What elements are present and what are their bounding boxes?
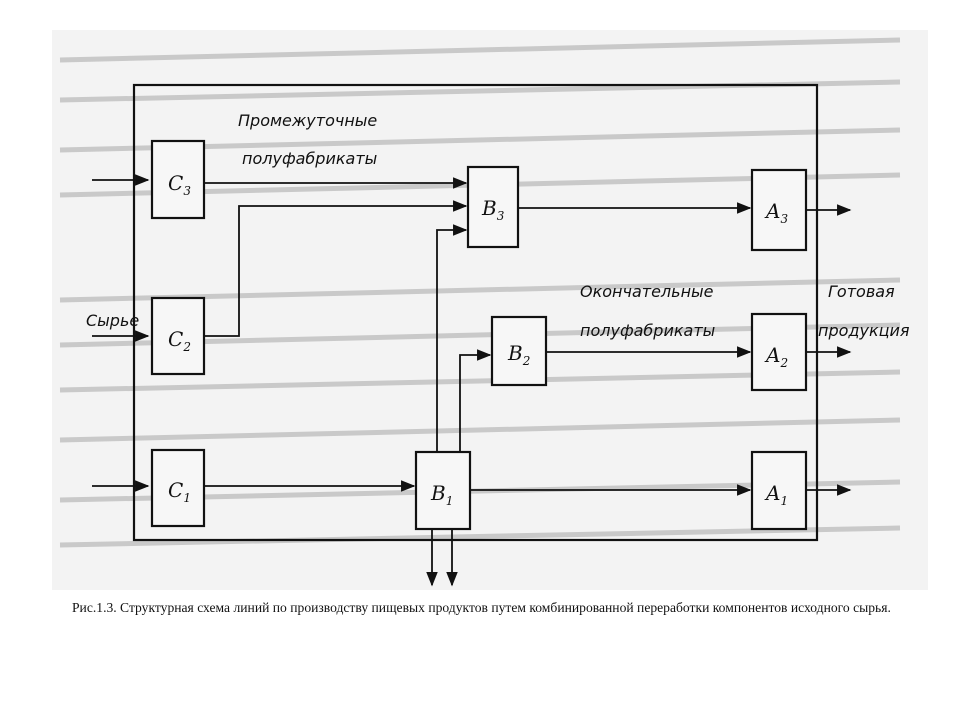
svg-text:A2: A2 <box>764 343 788 370</box>
svg-text:Готовая: Готовая <box>828 282 895 301</box>
svg-text:B2: B2 <box>507 341 530 368</box>
block-a1: A1 <box>750 450 808 531</box>
label-final: Окончательные полуфабрикаты <box>580 282 715 340</box>
block-c3: C3 <box>150 139 206 220</box>
structural-diagram: C3 C2 C1 B3 B2 B1 A3 A2 A1 Промежуточные… <box>59 37 910 587</box>
label-intermediate: Промежуточные полуфабрикаты <box>238 111 377 168</box>
svg-text:Промежуточные: Промежуточные <box>238 111 377 130</box>
block-a3: A3 <box>750 168 808 252</box>
label-raw: Сырье <box>86 311 139 330</box>
svg-text:полуфабрикаты: полуфабрикаты <box>242 149 377 168</box>
svg-text:A3: A3 <box>764 199 788 226</box>
block-a2: A2 <box>750 312 808 392</box>
figure-caption: Рис.1.3. Структурная схема линий по прои… <box>72 600 891 615</box>
outer-frame <box>132 83 819 542</box>
svg-text:A1: A1 <box>764 481 788 508</box>
block-c2: C2 <box>150 296 206 376</box>
input-arrows <box>92 174 150 492</box>
svg-text:B3: B3 <box>481 196 505 223</box>
svg-text:продукция: продукция <box>818 321 910 340</box>
block-c1: C1 <box>150 448 206 528</box>
svg-text:B1: B1 <box>430 481 453 508</box>
block-b3: B3 <box>466 165 520 249</box>
connection-lines <box>204 177 852 587</box>
svg-text:C2: C2 <box>168 327 191 354</box>
block-b1: B1 <box>414 450 472 531</box>
svg-text:Окончательные: Окончательные <box>580 282 714 301</box>
label-product: Готовая продукция <box>818 282 910 340</box>
svg-text:C1: C1 <box>168 478 191 505</box>
block-b2: B2 <box>490 315 548 387</box>
svg-text:полуфабрикаты: полуфабрикаты <box>580 321 715 340</box>
svg-text:C3: C3 <box>168 171 191 198</box>
